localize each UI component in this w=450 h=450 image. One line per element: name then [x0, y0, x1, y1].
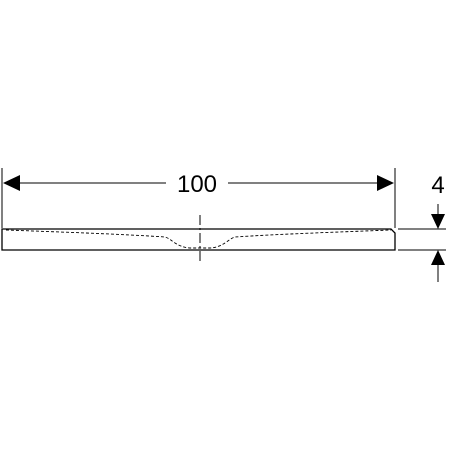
- tray-outline: [1, 215, 396, 263]
- width-label: 100: [177, 171, 217, 198]
- width-arrow-left-icon: [3, 175, 20, 191]
- tray-body: [1, 228, 396, 251]
- height-arrow-bottom-icon: [431, 250, 445, 265]
- height-dimension: 4: [398, 172, 446, 282]
- width-dimension: 100: [1, 168, 396, 228]
- width-arrow-right-icon: [377, 175, 394, 191]
- height-label: 4: [431, 172, 444, 199]
- height-arrow-top-icon: [431, 214, 445, 229]
